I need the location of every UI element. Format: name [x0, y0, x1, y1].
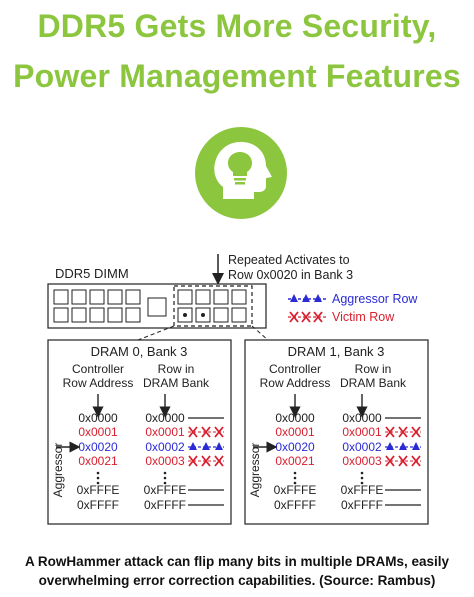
bank-title: DRAM 0, Bank 3 — [91, 344, 188, 359]
dram-row: 0x0001 — [145, 425, 185, 439]
head-lightbulb-icon — [193, 125, 289, 221]
legend-aggressor-marker — [288, 294, 326, 302]
ellipsis-dot — [360, 471, 364, 475]
rowhammer-diagram: DDR5 DIMM Repeated Activates to Row 0x00… — [47, 253, 429, 525]
repeated-line-1: Repeated Activates to — [228, 253, 350, 267]
row-header-2: DRAM Bank — [340, 376, 407, 390]
controller-row-address: 0x0000 — [275, 411, 315, 425]
dram-row: 0xFFFF — [341, 498, 383, 512]
aggressor-side-label: Aggressor — [51, 443, 65, 498]
controller-row-address: 0x0020 — [78, 440, 118, 454]
dram-row: 0x0002 — [342, 440, 382, 454]
title-line-2: Power Management Features — [13, 58, 461, 94]
controller-header-2: Row Address — [260, 376, 331, 390]
expand-line-right — [251, 325, 269, 341]
victim-marker — [385, 455, 421, 467]
ellipsis-dot — [293, 481, 297, 485]
dram-row: 0x0003 — [145, 454, 185, 468]
controller-header-1: Controller — [269, 362, 321, 376]
controller-row-address: 0xFFFF — [274, 498, 316, 512]
title-line-1: DDR5 Gets More Security, — [37, 8, 437, 44]
controller-row-address: 0xFFFE — [77, 483, 120, 497]
dram-row: 0xFFFE — [144, 483, 187, 497]
ellipsis-dot — [360, 481, 364, 485]
controller-header-2: Row Address — [63, 376, 134, 390]
aggressor-marker — [189, 442, 223, 450]
victim-marker — [385, 426, 421, 438]
controller-header-1: Controller — [72, 362, 124, 376]
caption-line-2: overwhelming error correction capabiliti… — [38, 573, 436, 588]
ellipsis-dot — [96, 481, 100, 485]
dram-row: 0xFFFF — [144, 498, 186, 512]
ellipsis-dot — [96, 471, 100, 475]
dimm-highlight-box — [173, 285, 253, 327]
row-header-2: DRAM Bank — [143, 376, 210, 390]
aggressor-side-label: Aggressor — [248, 443, 262, 498]
bank-title: DRAM 1, Bank 3 — [288, 344, 385, 359]
dimm-center-chip — [147, 297, 167, 317]
dimm-chips-right — [177, 289, 247, 323]
dimm-chips-left — [53, 289, 141, 323]
row-header-1: Row in — [158, 362, 195, 376]
bulb-glass — [228, 152, 252, 176]
dimm-dot-1 — [183, 313, 187, 317]
ellipsis-dot — [360, 476, 364, 480]
legend-victim-marker — [288, 311, 326, 323]
ellipsis-dot — [293, 476, 297, 480]
controller-row-address: 0xFFFE — [274, 483, 317, 497]
controller-row-address: 0x0001 — [78, 425, 118, 439]
legend-aggressor-label: Aggressor Row — [332, 292, 418, 306]
bulb-base-1 — [234, 178, 246, 181]
aggressor-marker — [386, 442, 420, 450]
dimm-label: DDR5 DIMM — [55, 266, 129, 281]
caption-line-1: A RowHammer attack can flip many bits in… — [24, 554, 450, 569]
dram-row: 0x0000 — [342, 411, 382, 425]
victim-marker — [188, 455, 224, 467]
bulb-base-2 — [235, 182, 245, 185]
controller-row-address: 0x0021 — [275, 454, 315, 468]
dram-row: 0xFFFE — [341, 483, 384, 497]
controller-row-address: 0x0021 — [78, 454, 118, 468]
controller-row-address: 0xFFFF — [77, 498, 119, 512]
victim-marker — [188, 426, 224, 438]
dram-row: 0x0002 — [145, 440, 185, 454]
dram-row: 0x0000 — [145, 411, 185, 425]
ellipsis-dot — [163, 476, 167, 480]
ellipsis-dot — [96, 476, 100, 480]
ellipsis-dot — [163, 481, 167, 485]
legend-victim-label: Victim Row — [332, 310, 395, 324]
row-header-1: Row in — [355, 362, 392, 376]
ellipsis-dot — [163, 471, 167, 475]
controller-row-address: 0x0001 — [275, 425, 315, 439]
controller-row-address: 0x0020 — [275, 440, 315, 454]
dram-row: 0x0003 — [342, 454, 382, 468]
repeated-line-2: Row 0x0020 in Bank 3 — [228, 268, 353, 282]
controller-row-address: 0x0000 — [78, 411, 118, 425]
ellipsis-dot — [293, 471, 297, 475]
dram-row: 0x0001 — [342, 425, 382, 439]
dimm-dot-2 — [201, 313, 205, 317]
